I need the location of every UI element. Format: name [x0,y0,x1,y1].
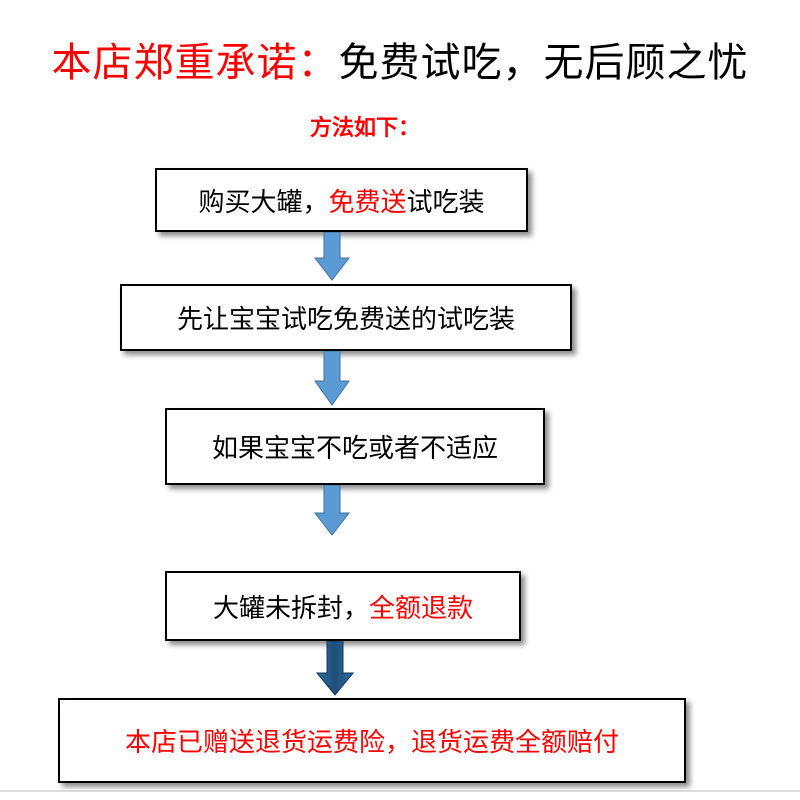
down-arrow-2 [314,351,350,406]
step-1-text-a: 购买大罐， [198,187,329,218]
step-4-text-a: 大罐未拆封， [212,593,369,624]
step-5-box: 本店已赠送退货运费险，退货运费全额赔付 [58,698,686,783]
down-arrow-4 [316,641,354,696]
step-4-box: 大罐未拆封，全额退款 [165,571,521,641]
step-3-text: 如果宝宝不吃或者不适应 [211,434,498,464]
promise-title-red: 本店郑重承诺： [51,40,339,86]
promise-title-black: 免费试吃，无后顾之忧 [338,40,749,86]
down-arrow-3 [314,485,350,536]
promise-title: 本店郑重承诺：免费试吃，无后顾之忧 [0,30,800,88]
step-4-text-highlight: 全额退款 [369,593,474,624]
step-3-box: 如果宝宝不吃或者不适应 [165,408,545,485]
step-1-text-highlight: 免费送 [328,187,407,218]
step-2-box: 先让宝宝试吃免费送的试吃装 [120,284,572,351]
bottom-border-line [0,790,800,792]
step-5-text: 本店已赠送退货运费险，退货运费全额赔付 [124,728,619,758]
step-2-text: 先让宝宝试吃免费送的试吃装 [176,305,515,335]
step-1-box: 购买大罐，免费送试吃装 [155,168,528,232]
step-1-text-b: 试吃装 [406,187,485,218]
method-subtitle: 方法如下： [309,116,420,141]
down-arrow-1 [314,232,350,281]
